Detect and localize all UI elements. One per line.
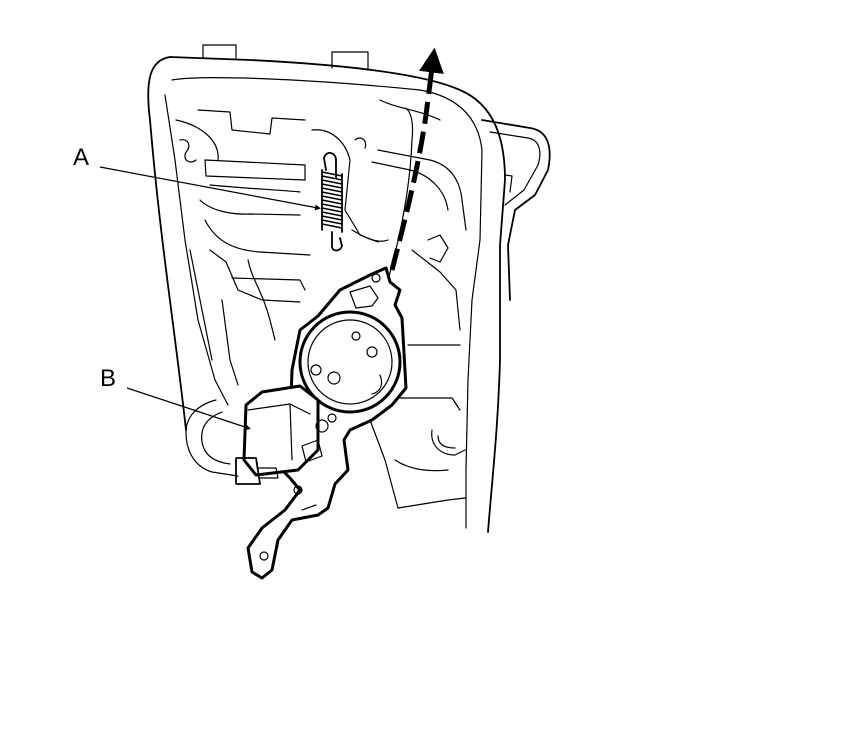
arrow-up-icon bbox=[389, 47, 444, 271]
spring-part-a bbox=[321, 152, 343, 252]
callout-b-label: B bbox=[100, 365, 117, 392]
leader-line-b bbox=[126, 387, 251, 430]
callout-a-label: A bbox=[73, 144, 90, 171]
cable bbox=[384, 47, 444, 291]
motor-assembly-part-b bbox=[235, 266, 408, 580]
seat-back-frame bbox=[147, 44, 551, 533]
leader-line-a bbox=[99, 166, 321, 211]
